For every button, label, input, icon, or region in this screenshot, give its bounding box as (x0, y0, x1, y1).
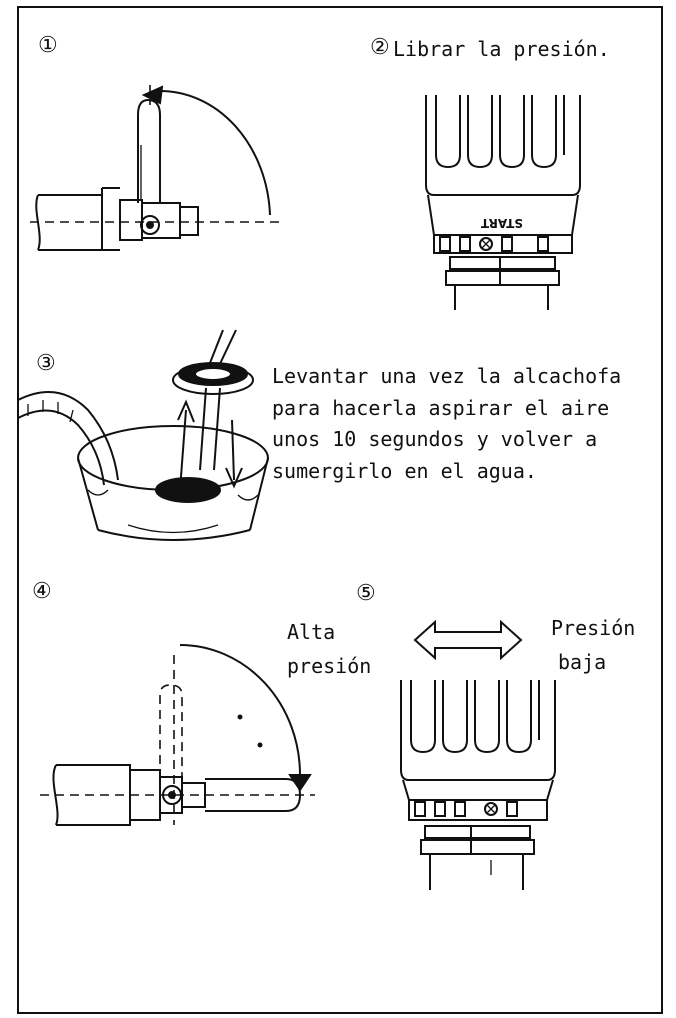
step-2-number: ② (370, 35, 390, 60)
step-4-number: ④ (32, 579, 52, 604)
step-5-number: ⑤ (356, 581, 376, 606)
step-1-number: ① (38, 33, 58, 58)
pressure-regulator-illustration: START (425, 95, 581, 310)
low-pressure-label-line2: baja (558, 650, 607, 674)
pressure-regulator-adjust-illustration (400, 680, 556, 890)
step-2-instruction: Librar la presión. (393, 37, 610, 61)
high-pressure-label-line1: Alta (287, 620, 336, 644)
valve-closed-illustration (40, 644, 315, 826)
double-arrow-icon (413, 619, 523, 661)
step-3-instruction: Levantar una vez la alcachofa para hacer… (272, 364, 622, 483)
valve-open-illustration (30, 85, 285, 251)
start-label: START (480, 216, 523, 230)
high-pressure-label-line2: presión (287, 654, 372, 678)
strainer-bucket-illustration (17, 329, 269, 541)
page-frame (17, 6, 663, 1014)
step-3-number: ③ (36, 351, 56, 376)
low-pressure-label-line1: Presión (551, 616, 636, 640)
